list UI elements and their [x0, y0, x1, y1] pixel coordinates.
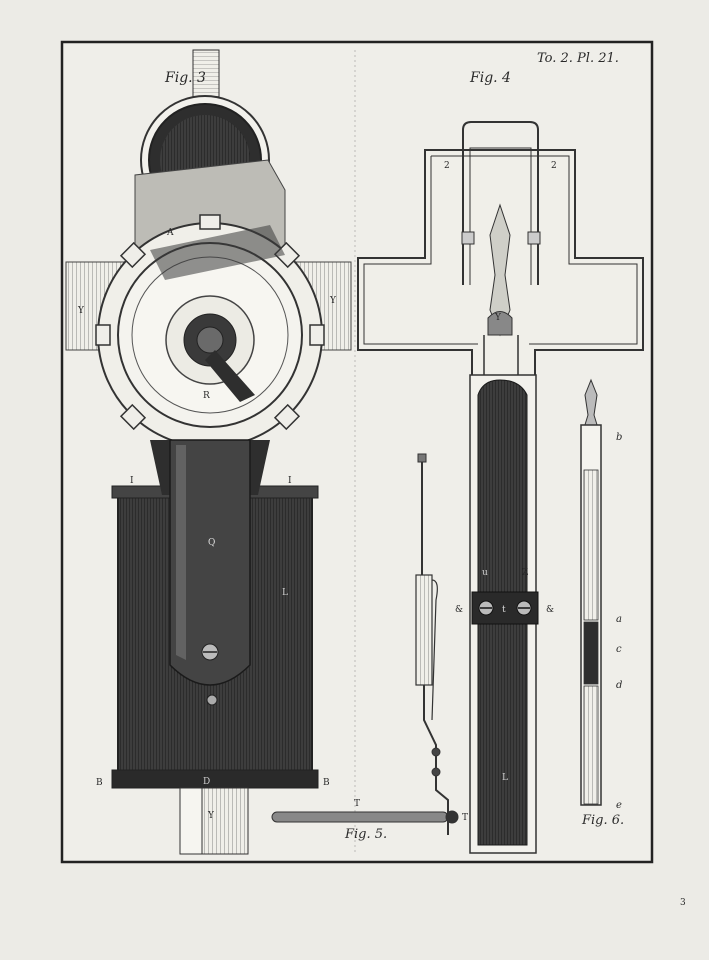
letter-Q: Q	[208, 538, 215, 548]
letter-Y-right: Y	[329, 296, 337, 306]
figure-5-drawing	[271, 453, 459, 835]
letter-u: u	[482, 568, 488, 578]
figure-6-label: Fig. 6.	[581, 813, 624, 828]
letter-B-left: B	[96, 778, 103, 788]
label-2-right: 2	[551, 161, 557, 171]
letter-D: D	[203, 777, 210, 787]
letter-L-fig4: L	[502, 773, 508, 783]
ampersand-right: &	[546, 605, 554, 615]
figure-5-label: Fig. 5.	[344, 827, 387, 842]
letter-I-right: I	[288, 476, 292, 486]
figure-4-drawing	[357, 121, 644, 854]
letter-d: d	[616, 680, 622, 691]
page-mark: 3	[680, 898, 686, 908]
letter-L-fig3: L	[282, 588, 288, 598]
figure-6-drawing	[580, 378, 602, 806]
plate-reference: To. 2. Pl. 21.	[537, 51, 619, 66]
figure-3-drawing	[65, 49, 352, 855]
letter-c: c	[616, 644, 622, 655]
letter-T-right: T	[462, 813, 468, 823]
letter-b: b	[616, 432, 622, 443]
ampersand-left: &	[455, 605, 463, 615]
figure-3-label: Fig. 3	[164, 70, 206, 86]
letter-Z: Z	[522, 568, 528, 578]
letter-T-upper: T	[354, 799, 360, 809]
letter-A: A	[166, 228, 174, 238]
figure-4-label: Fig. 4	[469, 70, 511, 86]
letter-t: t	[502, 605, 506, 615]
letter-Y-fig4: Y	[494, 313, 502, 323]
letter-e: e	[616, 800, 622, 811]
letter-Y-left: Y	[77, 306, 85, 316]
letter-B-right: B	[323, 778, 330, 788]
letter-R: R	[203, 391, 210, 401]
letter-Y-bottom: Y	[207, 811, 215, 821]
label-2-left: 2	[444, 161, 450, 171]
letter-a: a	[616, 614, 622, 625]
letter-I-left: I	[130, 476, 134, 486]
